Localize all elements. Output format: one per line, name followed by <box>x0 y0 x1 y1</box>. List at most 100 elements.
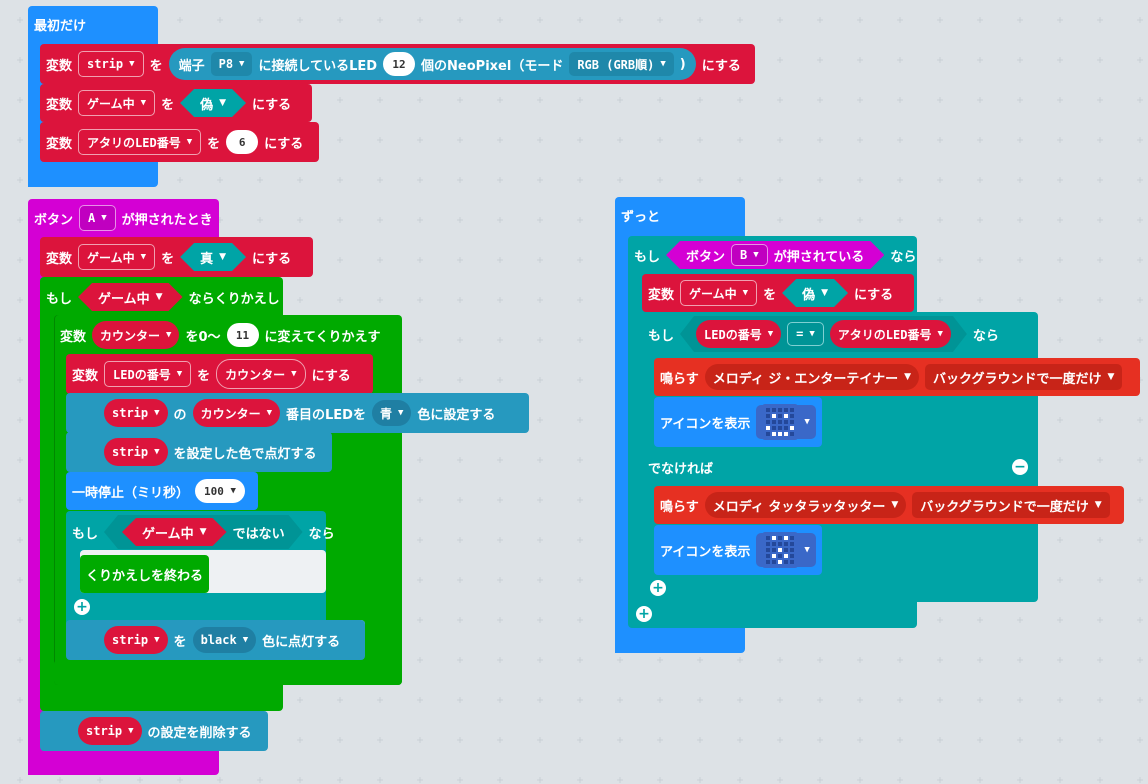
icon-dropdown[interactable]: ▼ <box>756 532 816 568</box>
set-game-true-block[interactable]: 変数 ゲーム中▼ を 真▼ にする <box>40 237 313 277</box>
surprised-face-icon <box>762 532 799 568</box>
on-start-label: 最初だけ <box>34 18 87 34</box>
neopixel-create-block[interactable]: 端子 P8▼ に接続しているLED 12 個のNeoPixel（モード RGB … <box>168 48 696 80</box>
icon-dropdown[interactable]: ▼ <box>756 404 816 440</box>
strip-reporter[interactable]: strip▼ <box>104 438 168 466</box>
variable-dropdown[interactable]: strip▼ <box>78 51 144 77</box>
counter-reporter[interactable]: カウンター▼ <box>192 399 280 427</box>
if-button-b-header: もし ボタン B▼ が押されている なら <box>628 237 922 273</box>
chevron-down-icon: ▼ <box>239 59 245 69</box>
melody-dropdown[interactable]: メロディ タッタラッタッター▼ <box>704 492 907 518</box>
chevron-down-icon: ▼ <box>154 635 160 645</box>
hit-number-reporter[interactable]: アタリのLED番号▼ <box>830 320 951 348</box>
if-not-header: もし ゲーム中▼ ではない なら <box>66 514 341 550</box>
for-header: 変数 カウンター▼ を0〜 11 に変えてくりかえす <box>54 318 386 352</box>
pin-dropdown[interactable]: P8▼ <box>210 52 253 76</box>
chevron-down-icon: ▼ <box>154 408 160 418</box>
for-footer <box>54 660 402 685</box>
led-count-input[interactable]: 12 <box>383 52 416 76</box>
chevron-down-icon: ▼ <box>140 252 147 262</box>
chevron-down-icon: ▼ <box>266 408 272 418</box>
set-pixel-color-block[interactable]: strip▼ の カウンター▼ 番目のLEDを 青▼ 色に設定する <box>66 393 529 433</box>
strip-reporter[interactable]: strip▼ <box>104 399 168 427</box>
set-strip-block[interactable]: 変数 strip▼ を 端子 P8▼ に接続しているLED 12 個のNeoPi… <box>40 44 755 84</box>
mode-dropdown[interactable]: RGB (GRB順)▼ <box>569 52 674 76</box>
color-dropdown[interactable]: black▼ <box>192 627 257 653</box>
break-block[interactable]: くりかえしを終わる <box>80 555 209 593</box>
chevron-down-icon: ▼ <box>186 137 193 147</box>
boolean-false-dropdown[interactable]: 偽▼ <box>180 89 246 117</box>
clear-strip-block[interactable]: strip▼ の設定を削除する <box>40 711 268 751</box>
operator-dropdown[interactable]: =▼ <box>787 322 824 346</box>
boolean-true-dropdown[interactable]: 真▼ <box>180 243 246 271</box>
game-variable-reporter[interactable]: ゲーム中▼ <box>122 518 227 546</box>
chevron-down-icon: ▼ <box>101 213 107 223</box>
if-not-footer <box>66 594 326 620</box>
show-color-block[interactable]: strip▼ を black▼ 色に点灯する <box>66 620 365 660</box>
set-hit-block[interactable]: 変数 アタリのLED番号▼ を 6 にする <box>40 122 319 162</box>
add-elseif-plus-icon[interactable]: + <box>650 580 666 596</box>
else-header: でなければ <box>648 461 714 477</box>
variable-dropdown[interactable]: LEDの番号▼ <box>104 361 192 387</box>
for-max-input[interactable]: 11 <box>226 323 259 347</box>
chevron-down-icon: ▼ <box>155 292 163 302</box>
not-block[interactable]: ゲーム中▼ ではない <box>104 515 303 549</box>
chevron-down-icon: ▼ <box>804 545 810 555</box>
chevron-down-icon: ▼ <box>753 250 759 260</box>
game-variable-reporter[interactable]: ゲーム中▼ <box>78 283 183 311</box>
led-number-reporter[interactable]: LEDの番号▼ <box>696 320 781 348</box>
chevron-down-icon: ▼ <box>199 527 207 537</box>
chevron-down-icon: ▼ <box>291 369 297 379</box>
show-icon-block-2[interactable]: アイコンを表示 ▼ <box>654 525 822 575</box>
chevron-down-icon: ▼ <box>219 252 227 262</box>
set-game-false-block-2[interactable]: 変数 ゲーム中▼ を 偽▼ にする <box>642 274 914 312</box>
variable-dropdown[interactable]: ゲーム中▼ <box>78 90 156 116</box>
chevron-down-icon: ▼ <box>219 98 227 108</box>
happy-face-icon <box>762 404 799 440</box>
add-else-plus-icon[interactable]: + <box>74 599 90 615</box>
on-button-a-header: ボタン A▼ が押されたとき <box>28 203 219 233</box>
show-strip-block[interactable]: strip▼ を設定した色で点灯する <box>66 432 332 472</box>
play-melody-block-1[interactable]: 鳴らす メロディ ジ・エンターテイナー▼ バックグラウンドで一度だけ▼ <box>654 358 1140 396</box>
chevron-down-icon: ▼ <box>809 329 815 339</box>
counter-reporter[interactable]: カウンター▼ <box>216 359 306 389</box>
set-game-false-block[interactable]: 変数 ゲーム中▼ を 偽▼ にする <box>40 84 312 122</box>
forever-header: ずっと <box>621 209 661 225</box>
add-else-plus-icon[interactable]: + <box>636 606 652 622</box>
pause-ms-input[interactable]: 100 ▼ <box>195 479 246 503</box>
chevron-down-icon: ▼ <box>742 288 749 298</box>
chevron-down-icon: ▼ <box>891 500 899 510</box>
play-mode-dropdown[interactable]: バックグラウンドで一度だけ▼ <box>925 364 1123 390</box>
chevron-down-icon: ▼ <box>397 408 404 418</box>
chevron-down-icon: ▼ <box>128 726 134 736</box>
counter-variable-dropdown[interactable]: カウンター▼ <box>92 321 180 349</box>
boolean-false-dropdown[interactable]: 偽▼ <box>782 279 848 307</box>
strip-reporter[interactable]: strip▼ <box>78 717 142 745</box>
chevron-down-icon: ▼ <box>804 417 810 427</box>
play-melody-block-2[interactable]: 鳴らす メロディ タッタラッタッター▼ バックグラウンドで一度だけ▼ <box>654 486 1124 524</box>
show-icon-block-1[interactable]: アイコンを表示 ▼ <box>654 397 822 447</box>
variable-dropdown[interactable]: ゲーム中▼ <box>680 280 758 306</box>
variable-dropdown[interactable]: アタリのLED番号▼ <box>78 129 202 155</box>
color-dropdown[interactable]: 青▼ <box>371 400 412 426</box>
chevron-down-icon: ▼ <box>154 447 160 457</box>
button-dropdown[interactable]: B▼ <box>731 244 768 266</box>
chevron-down-icon: ▼ <box>1094 500 1102 510</box>
remove-else-minus-icon[interactable]: − <box>1012 459 1028 475</box>
set-led-number-block[interactable]: 変数 LEDの番号▼ を カウンター▼ にする <box>66 354 373 394</box>
pause-block[interactable]: 一時停止（ミリ秒） 100 ▼ <box>66 472 258 510</box>
chevron-down-icon: ▼ <box>821 288 829 298</box>
button-b-pressed-reporter[interactable]: ボタン B▼ が押されている <box>666 241 884 269</box>
hit-number-input[interactable]: 6 <box>226 130 259 154</box>
equals-compare-block[interactable]: LEDの番号▼ =▼ アタリのLED番号▼ <box>680 316 967 352</box>
while-header: もし ゲーム中▼ ならくりかえし <box>40 280 286 314</box>
variable-dropdown[interactable]: ゲーム中▼ <box>78 244 156 270</box>
on-start-label-row: 最初だけ <box>28 10 92 38</box>
melody-dropdown[interactable]: メロディ ジ・エンターテイナー▼ <box>704 364 920 390</box>
chevron-down-icon: ▼ <box>129 59 135 69</box>
play-mode-dropdown[interactable]: バックグラウンドで一度だけ▼ <box>912 492 1110 518</box>
chevron-down-icon: ▼ <box>937 329 943 339</box>
strip-reporter[interactable]: strip▼ <box>104 626 168 654</box>
chevron-down-icon: ▼ <box>660 59 666 69</box>
button-dropdown[interactable]: A▼ <box>79 205 116 231</box>
